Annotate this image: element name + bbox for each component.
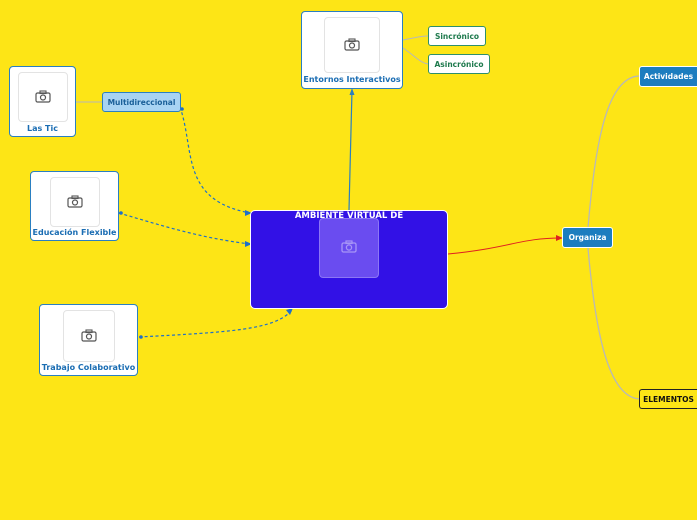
- subtopic-elementos[interactable]: ELEMENTOS: [639, 389, 697, 409]
- link-entornos-sincronico: [402, 35, 429, 41]
- link-organiza-elementos: [587, 247, 641, 400]
- topic-entornos-interactivos[interactable]: Entornos Interactivos: [301, 11, 403, 89]
- link-arrowhead: [245, 241, 252, 247]
- camera-icon: [344, 37, 360, 53]
- topic-label: Las Tic: [27, 124, 58, 133]
- subtopic-asincronico[interactable]: Asincrónico: [428, 54, 490, 74]
- central-topic-node[interactable]: AMBIENTE VIRTUAL DE APRENZAJE: [250, 210, 448, 309]
- link-trabajo-central: [138, 309, 293, 338]
- photo-placeholder: [324, 17, 380, 73]
- subtopic-actividades[interactable]: Actividades: [639, 66, 697, 87]
- subtopic-label: Multidireccional: [107, 97, 176, 107]
- camera-icon: [35, 89, 51, 105]
- link-multidireccional-central: [179, 106, 251, 214]
- topic-label: Entornos Interactivos: [303, 75, 401, 84]
- link-entornos-asincronico: [402, 47, 429, 65]
- subtopic-label: Organiza: [568, 233, 607, 242]
- subtopic-label: Sincrónico: [434, 31, 480, 41]
- link-educacion-central: [118, 212, 251, 245]
- link-dot: [139, 335, 143, 339]
- subtopic-organiza[interactable]: Organiza: [562, 227, 613, 248]
- camera-icon: [81, 328, 97, 344]
- topic-label: Educación Flexible: [32, 228, 117, 237]
- subtopic-label: Actividades: [643, 72, 694, 81]
- photo-placeholder: [18, 72, 68, 122]
- topic-las-tic[interactable]: Las Tic: [9, 66, 76, 137]
- subtopic-sincronico[interactable]: Sincrónico: [428, 26, 486, 46]
- subtopic-label: Asincrónico: [434, 59, 484, 69]
- link-organiza-actividades: [587, 75, 641, 229]
- subtopic-label: ELEMENTOS: [643, 394, 694, 404]
- link-arrowhead: [286, 308, 293, 315]
- camera-icon: [67, 194, 83, 210]
- camera-icon: [341, 240, 357, 256]
- link-dot: [119, 211, 123, 215]
- subtopic-multidireccional[interactable]: Multidireccional: [102, 92, 181, 112]
- topic-label: Trabajo Colaborativo: [41, 363, 136, 372]
- topic-trabajo-colaborativo[interactable]: Trabajo Colaborativo: [39, 304, 138, 376]
- link-dot: [180, 107, 184, 111]
- link-central-organiza: [447, 237, 562, 255]
- link-arrowhead: [556, 235, 563, 241]
- photo-placeholder: [319, 218, 379, 278]
- photo-placeholder: [50, 177, 100, 227]
- topic-educacion-flexible[interactable]: Educación Flexible: [30, 171, 119, 241]
- photo-placeholder: [63, 310, 115, 362]
- link-central-entornos: [348, 89, 353, 211]
- link-arrowhead: [245, 210, 252, 216]
- link-arrowhead: [349, 88, 355, 95]
